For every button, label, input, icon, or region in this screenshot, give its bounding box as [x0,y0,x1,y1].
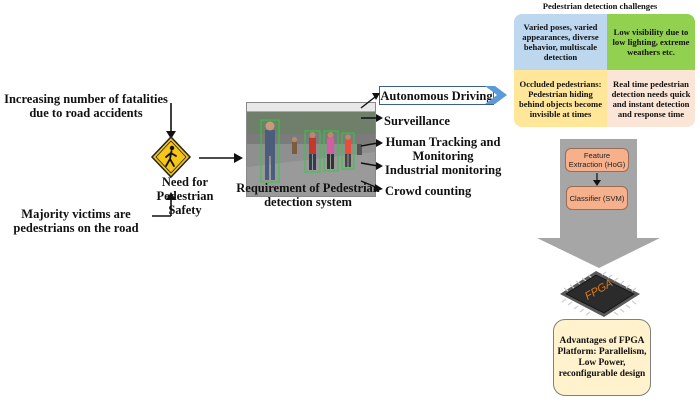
chevron-icon [485,86,507,104]
app-surveillance: Surveillance [384,114,450,128]
challenge-visibility: Low visibility due to low lighting, extr… [607,14,695,70]
feature-extraction-box: Feature Extraction (HoG) [565,148,629,172]
classifier-box: Classifier (SVM) [566,186,628,210]
requirement-label: Requirement of Pedestrian detection syst… [236,181,380,209]
challenge-occlusion: Occluded pedestrians: Pedestrian hiding … [514,70,607,127]
challenge-poses: Varied poses, varied appearances, divers… [514,14,607,70]
arrows-applications [360,96,379,189]
advantages-box: Advantages of FPGA Platform: Parallelism… [553,319,651,396]
cause-victims: Majority victims are pedestrians on the … [13,207,139,235]
challenge-realtime: Real time pedestrian detection needs qui… [607,70,695,127]
app-crowd-counting: Crowd counting [385,184,472,198]
challenges-title: Pedestrian detection challenges [542,1,658,11]
app-autonomous-driving: Autonomous Driving [379,86,494,105]
cause-fatalities: Increasing number of fatalities due to r… [4,92,168,120]
app-human-tracking: Human Tracking and Monitoring [385,135,501,163]
app-industrial-monitoring: Industrial monitoring [385,163,502,177]
street-photo [246,102,376,197]
fpga-chip-icon [560,271,640,317]
pedestrian-warning-sign-icon [150,135,192,179]
